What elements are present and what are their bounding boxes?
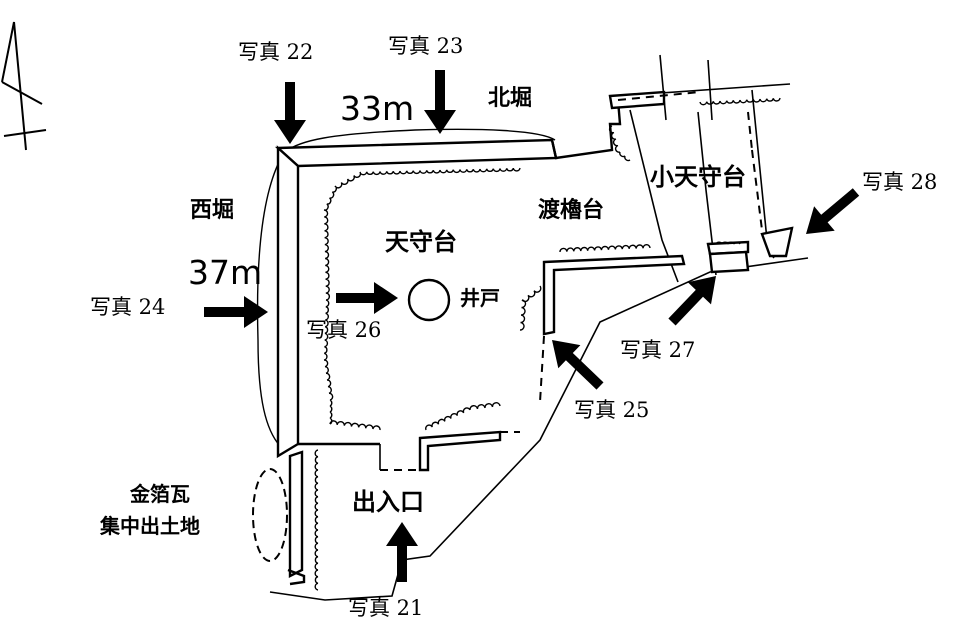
measurement-brackets	[256, 128, 556, 447]
gold-leaf-area-outline	[252, 468, 288, 562]
watari-yagura-label: 渡櫓台	[538, 198, 605, 223]
photo-22-arrow	[274, 82, 306, 144]
gold-leaf-label-line1: 金箔瓦	[130, 482, 190, 506]
photo-24-label: 写真 24	[90, 295, 166, 319]
tenshudai-label: 天守台	[385, 228, 457, 256]
photo-28-arrow	[806, 188, 860, 234]
photo-23-label: 写真 23	[388, 34, 464, 58]
stone-edge-segment	[519, 285, 542, 331]
west-length-measure: 37m	[188, 253, 263, 292]
photo-27-label: 写真 27	[620, 338, 696, 362]
gold-leaf-label-line2: 集中出土地	[100, 514, 200, 538]
stone-edge-segment	[314, 449, 319, 591]
photo-26-arrow	[336, 282, 398, 314]
stone-edge-segment	[424, 402, 501, 431]
photo-24-arrow	[204, 296, 268, 328]
photo-arrows	[204, 70, 860, 582]
stone-edge-segment	[608, 125, 631, 162]
north-arrow-icon	[1, 21, 47, 151]
photo-21-arrow	[386, 522, 418, 582]
photo-27-arrow	[668, 276, 716, 326]
photo-23-arrow	[424, 70, 456, 134]
stone-edge	[314, 97, 781, 591]
kotenshudai-label: 小天守台	[650, 163, 746, 191]
stone-edge-segment	[699, 97, 781, 106]
photo-28-label: 写真 28	[862, 170, 938, 194]
estimated-outline	[380, 91, 763, 471]
west-moat-label: 西堀	[190, 198, 235, 223]
photo-22-label: 写真 22	[238, 40, 314, 64]
stone-edge-segment	[715, 241, 741, 245]
photo-25-arrow	[552, 340, 604, 390]
stone-edge-segment	[559, 244, 651, 253]
north-moat-label: 北堀	[488, 86, 533, 111]
photo-26-label: 写真 26	[306, 318, 382, 342]
well-label: 井戸	[460, 286, 500, 310]
entrance-label: 出入口	[352, 488, 424, 516]
north-length-measure: 33m	[340, 89, 415, 128]
well-icon	[407, 278, 451, 322]
tenshudai-walls	[274, 90, 794, 586]
stone-edge-segment	[323, 167, 521, 431]
photo-21-label: 写真 21	[348, 596, 424, 620]
photo-25-label: 写真 25	[574, 398, 650, 422]
